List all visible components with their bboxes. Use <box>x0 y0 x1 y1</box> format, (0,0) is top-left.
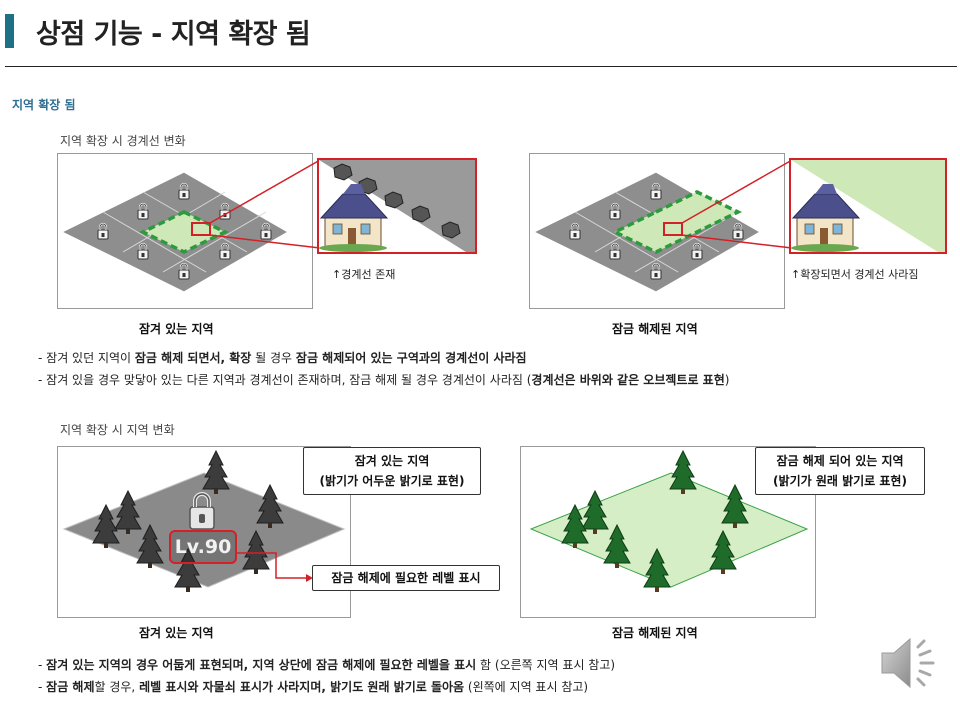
bright-region-callout: 잠금 해제 되어 있는 지역 (밝기가 원래 밝기로 표현) <box>755 447 925 495</box>
bullet-dash: - <box>38 680 47 694</box>
no-border-zoom-box <box>789 158 947 254</box>
locked-region-caption: 잠겨 있는 지역 <box>139 322 214 336</box>
title-accent-bar <box>5 14 14 48</box>
locked-grid-illustration <box>60 159 321 293</box>
bright-callout-line-1: 잠금 해제 되어 있는 지역 <box>776 454 904 468</box>
bright-region-caption: 잠금 해제된 지역 <box>612 626 698 640</box>
bullet-text: 할 경우, <box>94 680 140 694</box>
unlocked-grid-illustration <box>532 159 793 293</box>
title-divider <box>5 66 957 67</box>
bullet-dash: - <box>38 373 47 387</box>
bullet-text: 될 경우 <box>251 351 296 365</box>
page-title: 상점 기능 - 지역 확장 됨 <box>36 19 311 50</box>
part2-bullet-2: - 잠금 해제할 경우, 레벨 표시와 자물쇠 표시가 사라지며, 밝기도 원래… <box>38 678 588 695</box>
border-zoom-box <box>317 158 477 254</box>
border-exists-note: ↑경계선 존재 <box>332 268 396 281</box>
locked-grid-frame <box>57 153 321 309</box>
part1-bullet-1: - 잠겨 있던 지역이 잠금 해제 되면서, 확장 될 경우 잠금 해제되어 있… <box>38 349 527 366</box>
house-icon <box>319 184 389 252</box>
bullet-text: 잠겨 있는 지역의 경우 어둡게 표현되며, 지역 상단에 잠금 해제에 필요한… <box>46 658 477 672</box>
bullet-text: 잠금 해제 되면서, 확장 <box>134 351 252 365</box>
house-icon <box>791 184 861 252</box>
bright-callout-line-2: (밝기가 원래 밝기로 표현) <box>773 474 907 488</box>
level-callout: 잠금 해제에 필요한 레벨 표시 <box>312 565 500 591</box>
bullet-text: 잠겨 있을 경우 맞닿아 있는 다른 지역과 경계선이 존재하며, 잠금 해제 … <box>46 373 532 387</box>
bullet-text: (왼쪽에 지역 표시 참고) <box>464 680 589 694</box>
pine-tree-icon <box>669 450 697 495</box>
bullet-text: 잠겨 있던 지역이 <box>46 351 135 365</box>
dark-region-caption: 잠겨 있는 지역 <box>139 626 214 640</box>
rock-icon <box>333 163 461 239</box>
lock-icon <box>189 492 215 530</box>
dark-region-callout: 잠겨 있는 지역 (밝기가 어두운 밝기로 표현) <box>303 447 481 495</box>
section-title: 지역 확장 됨 <box>12 98 76 112</box>
level-badge: Lv.90 <box>169 530 237 564</box>
dark-callout-line-1: 잠겨 있는 지역 <box>354 454 430 468</box>
bullet-dash: - <box>38 351 47 365</box>
bullet-text: 경계선은 바위와 같은 오브젝트로 표현 <box>531 373 725 387</box>
part1-subtitle: 지역 확장 시 경계선 변화 <box>60 134 186 148</box>
unlocked-grid-frame <box>529 153 793 309</box>
part2-bullet-1: - 잠겨 있는 지역의 경우 어둡게 표현되며, 지역 상단에 잠금 해제에 필… <box>38 656 615 673</box>
bullet-text: 잠금 해제 <box>46 680 95 694</box>
bullet-text: ) <box>724 373 730 387</box>
pine-tree-icon <box>202 450 230 495</box>
part2-subtitle: 지역 확장 시 지역 변화 <box>60 423 175 437</box>
unlocked-region-caption: 잠금 해제된 지역 <box>612 322 698 336</box>
bullet-text: 레벨 표시와 자물쇠 표시가 사라지며, 밝기도 원래 밝기로 돌아옴 <box>139 680 465 694</box>
bullet-dash: - <box>38 658 47 672</box>
part1-bullet-2: - 잠겨 있을 경우 맞닿아 있는 다른 지역과 경계선이 존재하며, 잠금 해… <box>38 371 729 388</box>
level-badge-text: Lv.90 <box>174 536 232 558</box>
bullet-text: 잠금 해제되어 있는 구역과의 경계선이 사라짐 <box>295 351 527 365</box>
speaker-icon[interactable] <box>878 633 944 693</box>
dark-callout-line-2: (밝기가 어두운 밝기로 표현) <box>319 474 465 488</box>
bright-region-illustration <box>529 450 809 593</box>
bullet-text: 함 (오른쪽 지역 표시 참고) <box>476 658 616 672</box>
border-removed-note: ↑확장되면서 경계선 사라짐 <box>791 268 919 281</box>
